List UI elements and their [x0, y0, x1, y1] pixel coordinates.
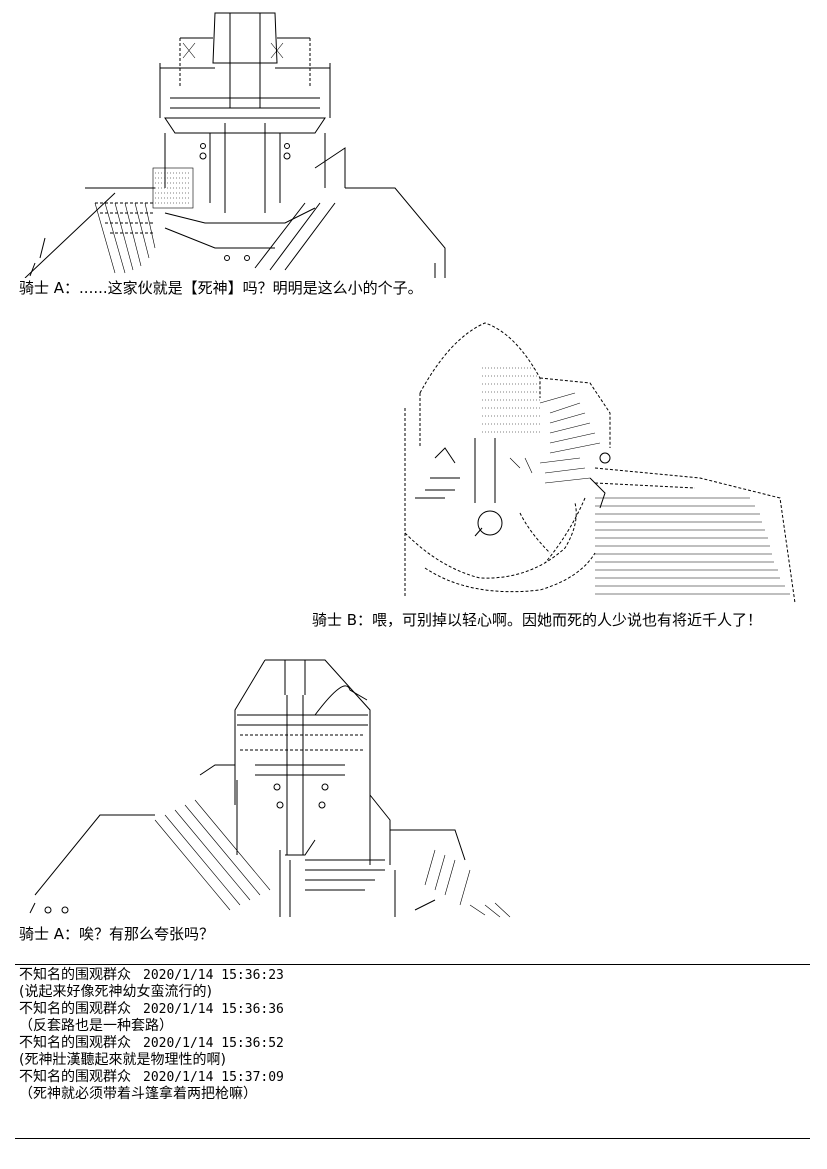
comment-text: (说起来好像死神幼女蛮流行的) — [19, 984, 212, 1000]
comment-author: 不知名的围观群众 — [19, 1035, 131, 1051]
comment-item: 不知名的围观群众 2020/1/14 15:36:23 (说起来好像死神幼女蛮流行… — [19, 967, 809, 1001]
knight-b-illustration — [400, 318, 810, 608]
comment-item: 不知名的围观群众 2020/1/14 15:36:52 (死神壯漢聽起來就是物理性… — [19, 1035, 809, 1069]
comment-text: （死神就必须带着斗篷拿着两把枪嘛） — [19, 1086, 257, 1102]
comment-timestamp: 2020/1/14 15:36:23 — [143, 968, 284, 983]
comment-header: 不知名的围观群众 2020/1/14 15:36:36 — [19, 1001, 809, 1018]
comment-item: 不知名的围观群众 2020/1/14 15:37:09 （死神就必须带着斗篷拿着两… — [19, 1069, 809, 1103]
speaker-line-knight-a-2: 骑士 A：唉？有那么夸张吗？ — [19, 925, 215, 943]
comment-header: 不知名的围观群众 2020/1/14 15:36:52 — [19, 1035, 809, 1052]
speaker-line-knight-a-1: 骑士 A：......这家伙就是【死神】吗？明明是这么小的个子。 — [19, 279, 423, 297]
comment-author: 不知名的围观群众 — [19, 1001, 131, 1017]
knight-a-illustration-top — [15, 8, 475, 278]
comment-header: 不知名的围观群众 2020/1/14 15:36:23 — [19, 967, 809, 984]
comment-author: 不知名的围观群众 — [19, 967, 131, 983]
comment-text: （反套路也是一种套路） — [19, 1018, 173, 1034]
comment-timestamp: 2020/1/14 15:36:52 — [143, 1036, 284, 1051]
comment-timestamp: 2020/1/14 15:37:09 — [143, 1070, 284, 1085]
comment-item: 不知名的围观群众 2020/1/14 15:36:36 （反套路也是一种套路） — [19, 1001, 809, 1035]
comments-top-divider — [15, 964, 810, 965]
comments-section: 不知名的围观群众 2020/1/14 15:36:23 (说起来好像死神幼女蛮流行… — [19, 967, 809, 1103]
comment-text: (死神壯漢聽起來就是物理性的啊) — [19, 1052, 226, 1068]
comment-author: 不知名的围观群众 — [19, 1069, 131, 1085]
comment-header: 不知名的围观群众 2020/1/14 15:37:09 — [19, 1069, 809, 1086]
comments-bottom-divider — [15, 1138, 810, 1139]
comment-timestamp: 2020/1/14 15:36:36 — [143, 1002, 284, 1017]
speaker-line-knight-b: 骑士 B：喂，可别掉以轻心啊。因她而死的人少说也有将近千人了！ — [312, 611, 763, 629]
knight-a-illustration-bottom — [15, 655, 515, 920]
